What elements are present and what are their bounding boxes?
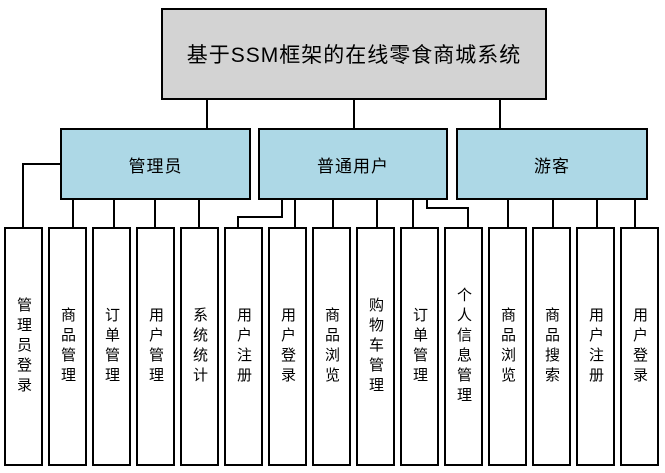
leaf-label: 用户管理 (147, 306, 164, 387)
leaf-node-order-management-2: 订单管理 (400, 227, 439, 466)
leaf-label: 商品搜索 (543, 306, 560, 387)
group-node-regular-user: 普通用户 (258, 128, 448, 200)
group-node-admin-label: 管理员 (128, 156, 183, 176)
leaf-label: 用户注册 (235, 306, 252, 387)
leaf-label: 商品管理 (59, 306, 76, 387)
group-node-guest-label: 游客 (534, 156, 570, 176)
leaf-label: 系统统计 (191, 306, 208, 387)
connector-user-personal-info (426, 199, 469, 228)
connector-admin-login (22, 163, 60, 228)
leaf-label: 商品浏览 (499, 306, 516, 387)
leaf-node-product-search: 商品搜索 (532, 227, 571, 466)
leaf-label: 用户注册 (587, 306, 604, 387)
leaf-label: 用户登录 (279, 306, 296, 387)
leaf-node-user-management: 用户管理 (136, 227, 175, 466)
leaf-label: 购物车管理 (367, 296, 384, 397)
leaf-node-user-register-2: 用户注册 (576, 227, 615, 466)
leaf-label: 商品浏览 (323, 306, 340, 387)
leaf-node-personal-info-management: 个人信息管理 (444, 227, 483, 466)
leaf-label: 订单管理 (103, 306, 120, 387)
root-node-label: 基于SSM框架的在线零食商城系统 (186, 44, 522, 67)
leaf-node-product-browse: 商品浏览 (312, 227, 351, 466)
leaf-node-user-register: 用户注册 (224, 227, 263, 466)
leaf-node-product-management: 商品管理 (48, 227, 87, 466)
leaf-node-cart-management: 购物车管理 (356, 227, 395, 466)
leaf-node-user-login-2: 用户登录 (620, 227, 659, 466)
leaf-node-admin-login: 管理员登录 (4, 227, 43, 466)
leaf-label: 管理员登录 (15, 296, 32, 397)
leaf-node-order-management: 订单管理 (92, 227, 131, 466)
leaf-node-product-browse-2: 商品浏览 (488, 227, 527, 466)
group-node-regular-user-label: 普通用户 (317, 156, 389, 176)
connector-user-register (237, 199, 283, 228)
root-node: 基于SSM框架的在线零食商城系统 (161, 8, 547, 100)
leaf-label: 订单管理 (411, 306, 428, 387)
leaf-node-system-statistics: 系统统计 (180, 227, 219, 466)
group-node-guest: 游客 (456, 128, 648, 200)
leaf-node-user-login: 用户登录 (268, 227, 307, 466)
leaf-label: 个人信息管理 (455, 286, 472, 407)
group-node-admin: 管理员 (60, 128, 251, 200)
leaf-label: 用户登录 (631, 306, 648, 387)
